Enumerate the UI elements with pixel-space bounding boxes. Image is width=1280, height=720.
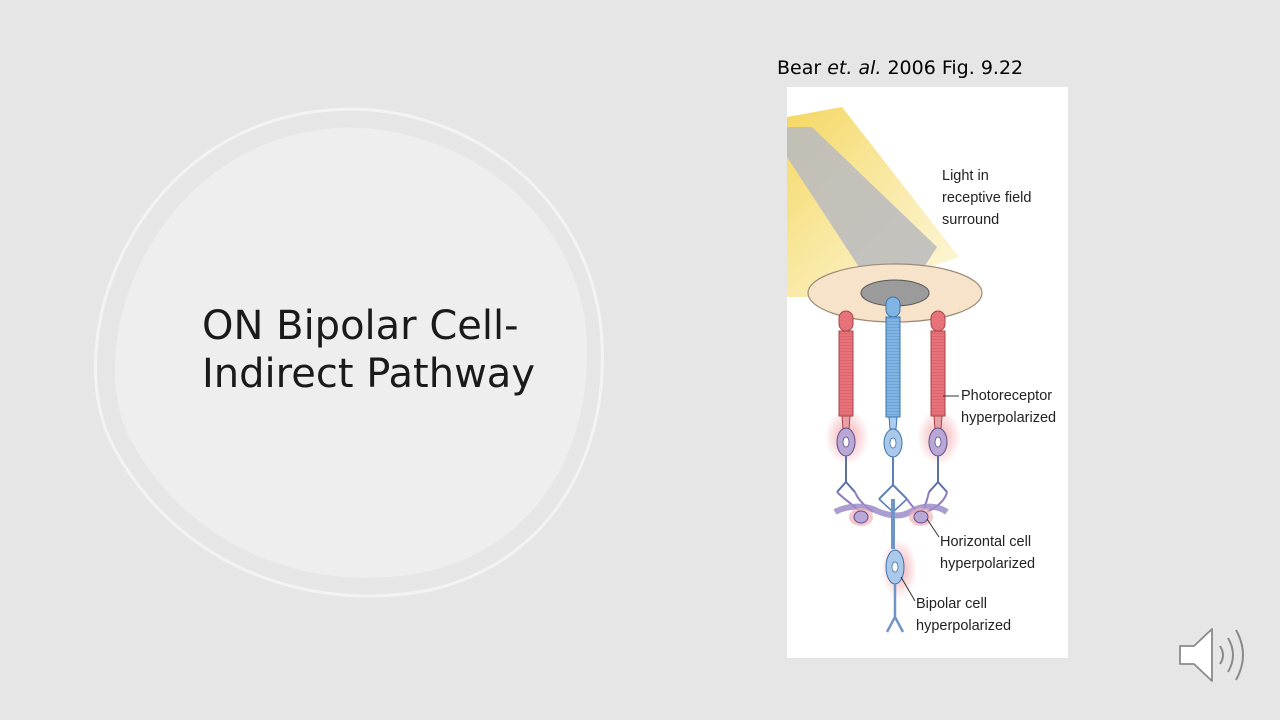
- photoreceptor-center: [878, 296, 908, 500]
- retina-diagram-art: [787, 107, 983, 633]
- title-line-1: ON Bipolar Cell-: [202, 303, 519, 349]
- label-light-line2: receptive field: [942, 190, 1032, 206]
- audio-play-button[interactable]: [1176, 624, 1252, 691]
- label-light-line1: Light in: [942, 168, 989, 184]
- light-beam-shadow: [787, 127, 937, 297]
- leader-horizontal: [926, 518, 940, 538]
- label-light: Light in receptive field surround: [942, 165, 1031, 231]
- citation-author: Bear: [777, 57, 822, 79]
- slide-title: ON Bipolar Cell- Indirect Pathway: [202, 302, 582, 398]
- background-blob: [93, 107, 604, 598]
- title-line-2: Indirect Pathway: [202, 351, 535, 397]
- citation-rest: 2006 Fig. 9.22: [887, 57, 1024, 79]
- photoreceptor-left: [836, 310, 856, 493]
- label-photoreceptor-line1: Photoreceptor: [961, 388, 1053, 404]
- horizontal-cell: [833, 491, 949, 526]
- retina-diagram: Light in receptive field surround Photor…: [787, 87, 1068, 658]
- speaker-icon: [1179, 628, 1244, 682]
- citation-etal: et. al.: [827, 57, 882, 79]
- label-light-line3: surround: [942, 212, 1000, 228]
- label-photoreceptor-line2: hyperpolarized: [961, 410, 1057, 426]
- label-bipolar-cell: Bipolar cell hyperpolarized: [916, 593, 1011, 637]
- figure-citation: Bear et. al. 2006 Fig. 9.22: [777, 57, 1023, 79]
- leader-bipolar: [900, 576, 916, 602]
- label-photoreceptor: Photoreceptor hyperpolarized: [961, 385, 1056, 429]
- label-horizontal-cell: Horizontal cell hyperpolarized: [940, 531, 1035, 575]
- label-bipolar-line1: Bipolar cell: [916, 596, 987, 612]
- label-horizontal-line2: hyperpolarized: [940, 556, 1036, 572]
- photoreceptor-right: [928, 310, 948, 493]
- label-bipolar-line2: hyperpolarized: [916, 618, 1012, 634]
- label-horizontal-line1: Horizontal cell: [940, 534, 1032, 550]
- bipolar-cell: [878, 498, 908, 633]
